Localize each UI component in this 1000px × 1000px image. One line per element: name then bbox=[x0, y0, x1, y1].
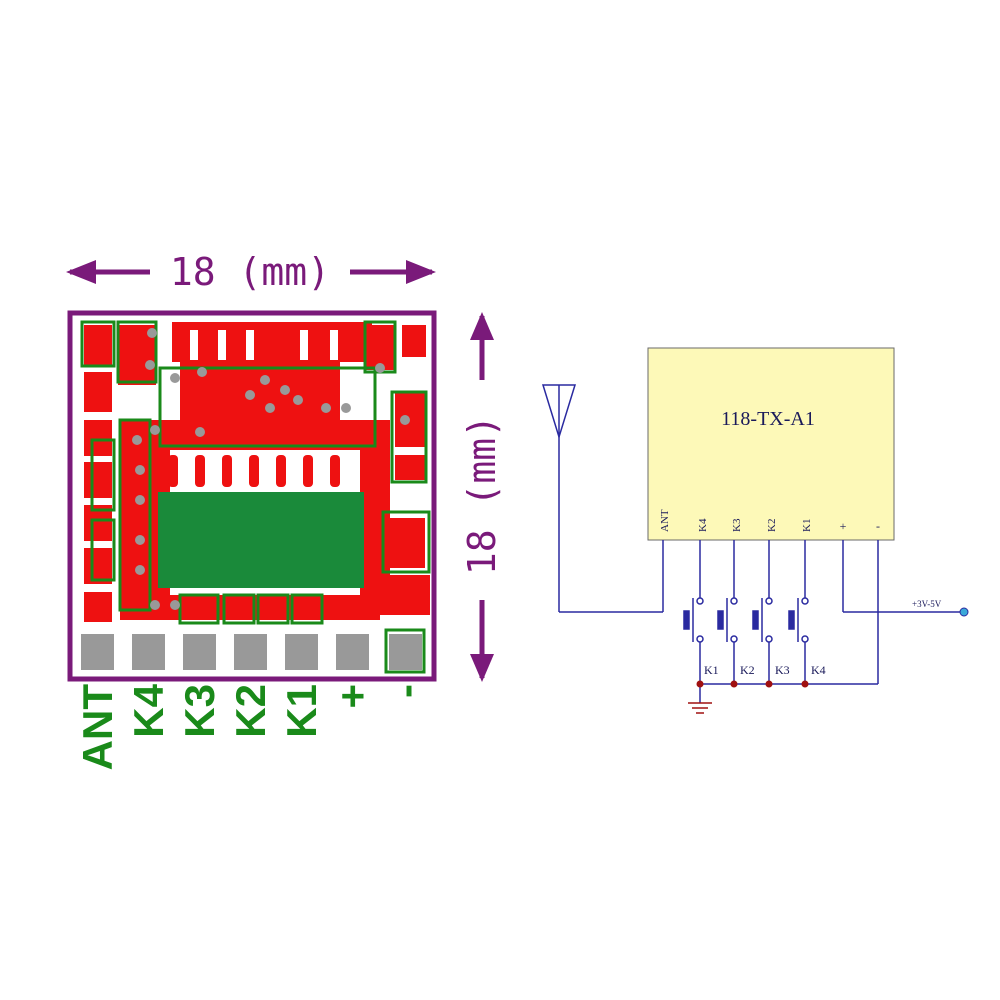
junctions bbox=[696, 680, 809, 688]
switch-labels: K1 K2 K3 K4 bbox=[704, 663, 826, 677]
arrow-up-icon bbox=[470, 312, 494, 340]
pin-label-k2: K2 bbox=[227, 684, 274, 738]
switch-k2 bbox=[752, 597, 773, 643]
pin-labels: ANT K4 K3 K2 K1 + - bbox=[74, 683, 429, 770]
ic-pins bbox=[168, 455, 340, 487]
module-pin-minus: - bbox=[876, 519, 880, 533]
pad-k1 bbox=[285, 634, 318, 670]
pad-k4 bbox=[132, 634, 165, 670]
pin-label-ant: ANT bbox=[74, 684, 121, 771]
vias bbox=[132, 328, 410, 610]
module-pin-k4: K4 bbox=[697, 518, 709, 532]
switch-k3 bbox=[717, 597, 738, 643]
schematic: 118-TX-A1 ANT K4 K3 K2 K1 + - bbox=[541, 347, 969, 714]
width-label: 18 (mm) bbox=[170, 250, 330, 294]
pcb-footprint: 18 (mm) 18 (mm) bbox=[66, 250, 504, 770]
arrow-right-icon bbox=[406, 260, 436, 284]
pad-ant bbox=[81, 634, 114, 670]
switch-label-k4: K4 bbox=[811, 663, 826, 677]
silkscreen-layer bbox=[80, 320, 431, 625]
switch-label-k1: K1 bbox=[704, 663, 719, 677]
pin-label-minus: - bbox=[382, 684, 429, 698]
module-pin-k2: K2 bbox=[766, 519, 778, 532]
pad-minus bbox=[389, 634, 422, 670]
pad-plus bbox=[336, 634, 369, 670]
pad-row bbox=[81, 628, 426, 674]
height-dimension: 18 (mm) bbox=[460, 312, 504, 682]
supply-label: +3V-5V bbox=[912, 599, 942, 609]
arrow-left-icon bbox=[66, 260, 96, 284]
pin-label-plus: + bbox=[329, 684, 376, 709]
pin-label-k4: K4 bbox=[125, 683, 172, 737]
module-pin-k1: K1 bbox=[801, 519, 813, 532]
module-pin-labels: ANT K4 K3 K2 K1 + - bbox=[659, 509, 880, 533]
height-label: 18 (mm) bbox=[460, 415, 504, 575]
width-dimension: 18 (mm) bbox=[66, 250, 436, 294]
ground-icon bbox=[688, 702, 712, 714]
switch-label-k3: K3 bbox=[775, 663, 790, 677]
pad-k2 bbox=[234, 634, 267, 670]
supply-terminal bbox=[959, 607, 969, 617]
arrow-down-icon bbox=[470, 654, 494, 682]
switch-label-k2: K2 bbox=[740, 663, 755, 677]
module-pin-k3: K3 bbox=[731, 518, 743, 532]
copper-layer bbox=[84, 322, 430, 622]
module-pin-ant: ANT bbox=[659, 509, 671, 532]
module-pin-plus: + bbox=[840, 519, 847, 533]
switch-k1 bbox=[788, 597, 809, 643]
module-box bbox=[647, 347, 895, 541]
pin-label-k3: K3 bbox=[176, 684, 223, 738]
pad-k3 bbox=[183, 634, 216, 670]
switch-k4 bbox=[683, 597, 704, 643]
antenna-icon bbox=[541, 384, 663, 613]
pin-label-k1: K1 bbox=[278, 684, 325, 738]
module-name: 118-TX-A1 bbox=[721, 408, 815, 430]
pad-minus-outline bbox=[384, 628, 426, 674]
wires bbox=[662, 540, 962, 703]
ic-chip bbox=[158, 492, 364, 588]
